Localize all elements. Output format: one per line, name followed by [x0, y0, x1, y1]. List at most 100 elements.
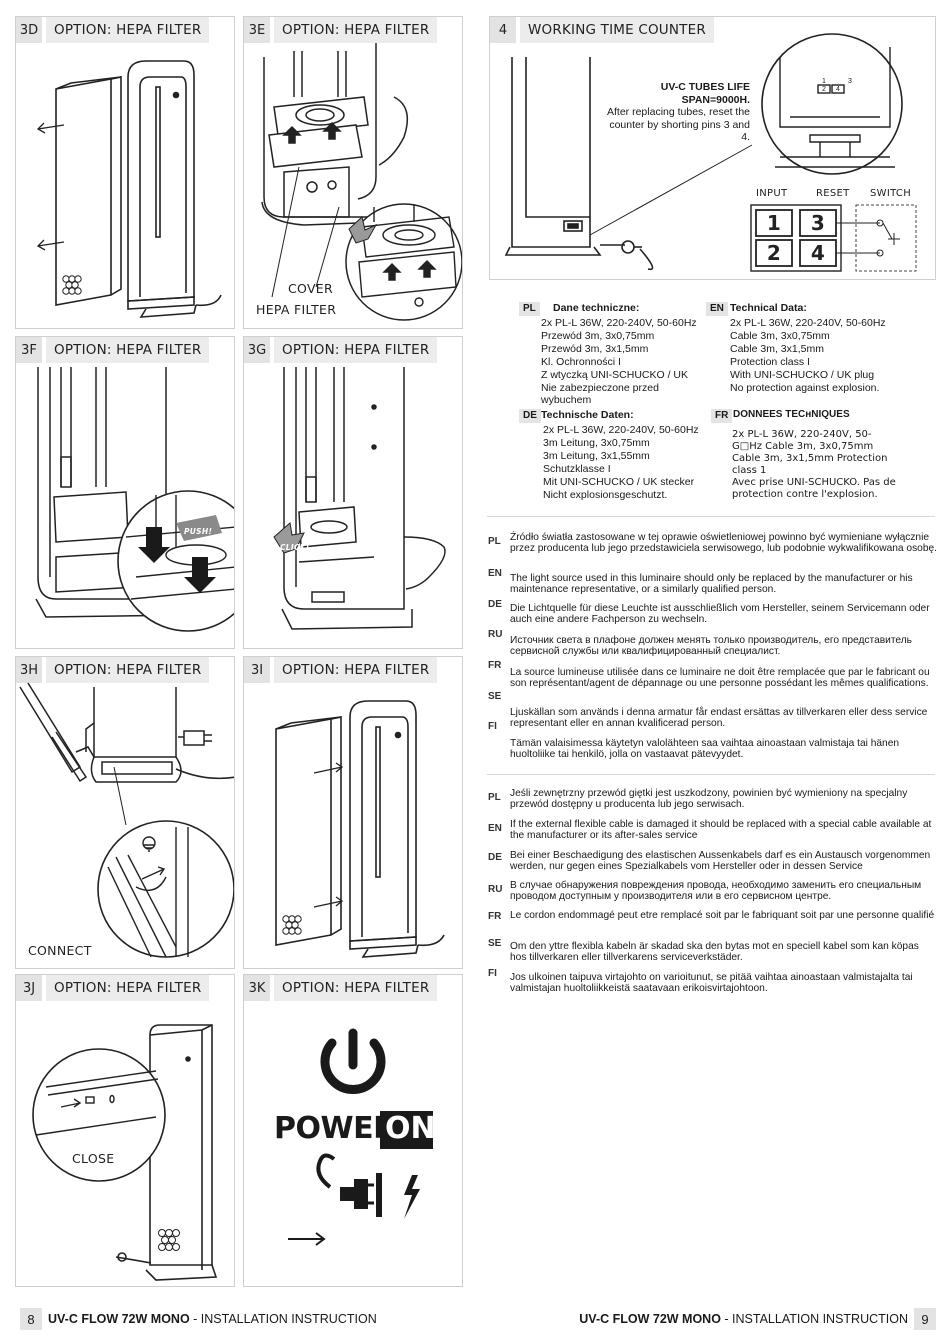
power-icon: [320, 1028, 386, 1095]
tech-line: Przewód 3m, 3x1,5mm: [541, 343, 649, 355]
counter-pin-4: 4: [836, 86, 840, 93]
illustration-power-on: [288, 1028, 433, 1246]
step-title: OPTION: HEPA FILTER: [274, 657, 438, 683]
step-title: OPTION: HEPA FILTER: [46, 975, 210, 1001]
on-text: ON: [385, 1111, 436, 1146]
label-hepa-filter: HEPA FILTER: [256, 302, 337, 317]
tech-line: 2x PL-L 36W, 220-240V, 50-60Hz: [730, 317, 886, 329]
label-close: CLOSE: [72, 1151, 115, 1166]
tech-data-de: DE Technische Daten: 2x PL-L 36W, 220-24…: [519, 409, 699, 509]
tech-line: No protection against explosion.: [730, 382, 880, 394]
tech-line: Avec prise UNI-SCHUCKO. Pas de: [732, 477, 896, 488]
note-line-lifespan: UV-C TUBES LIFE SPAN=9000H.: [660, 81, 750, 106]
panel-header: 3K OPTION: HEPA FILTER: [244, 975, 438, 1001]
lang-code: FR: [488, 911, 502, 922]
tech-line: Cable 3m, 3x0,75mm: [730, 330, 830, 342]
panel-header: 3H OPTION: HEPA FILTER: [16, 657, 210, 683]
step-number: 3F: [16, 337, 42, 363]
tech-line: With UNI-SCHUCKO / UK plug: [730, 369, 875, 381]
tech-line: 2x PL-L 36W, 220-240V, 50-60Hz: [543, 424, 699, 436]
illustration-remove-cover: [36, 60, 222, 318]
panel-header: 3G OPTION: HEPA FILTER: [244, 337, 438, 363]
panel-3g: 3G OPTION: HEPA FILTER CLICK!: [243, 336, 463, 649]
tech-line: 3m Leitung, 3x0,75mm: [543, 437, 650, 449]
tech-line: protection contre l'explosion.: [732, 489, 878, 500]
panel-header: 4 WORKING TIME COUNTER: [490, 17, 714, 43]
lang-code: RU: [488, 629, 503, 640]
lang-code: EN: [488, 568, 502, 579]
note-text: Źródło światła zastosowane w tej oprawie…: [510, 532, 937, 554]
tech-line: Cable 3m, 3x1,5mm: [730, 343, 824, 355]
lang-code: DE: [488, 852, 502, 863]
panel-3i: 3I OPTION: HEPA FILTER: [243, 656, 463, 969]
panel-header: 3F OPTION: HEPA FILTER: [16, 337, 210, 363]
panel-3d: 3D OPTION: HEPA FILTER: [15, 16, 235, 329]
cable-notes: PL Jeśli zewnętrzny przewód giętki jest …: [488, 788, 938, 999]
note-text: Bei einer Beschaedigung des elastischen …: [510, 850, 931, 872]
doc-type: - INSTALLATION INSTRUCTION: [720, 1312, 908, 1326]
plug-icon: [316, 1153, 382, 1217]
illustration-click-filter: [273, 367, 446, 630]
panel-3k: 3K OPTION: HEPA FILTER POWER ON: [243, 974, 463, 1287]
insert-arrow-icon: [288, 1232, 326, 1246]
lang-badge: DE: [519, 409, 541, 424]
divider: [487, 774, 935, 775]
panel-header: 3E OPTION: HEPA FILTER: [244, 17, 438, 43]
counter-note: UV-C TUBES LIFE SPAN=9000H. After replac…: [602, 81, 750, 144]
tech-line: Mit UNI-SCHUCKO / UK stecker: [543, 476, 695, 488]
lang-code: DE: [488, 599, 502, 610]
step-number: 3J: [16, 975, 42, 1001]
header-switch: SWITCH: [870, 188, 912, 199]
tech-title: Technische Daten:: [541, 409, 634, 421]
tech-line: 3m Leitung, 3x1,55mm: [543, 450, 650, 462]
note-text: Ljuskällan som används i denna armatur f…: [510, 707, 928, 729]
step-title: OPTION: HEPA FILTER: [46, 337, 210, 363]
header-reset: RESET: [816, 188, 850, 199]
panel-header: 3J OPTION: HEPA FILTER: [16, 975, 210, 1001]
step-title: OPTION: HEPA FILTER: [274, 337, 438, 363]
tech-line: Z wtyczką UNI-SCHUCKO / UK: [541, 369, 689, 381]
panel-header: 3D OPTION: HEPA FILTER: [16, 17, 210, 43]
note-line: After replacing tubes, reset the: [607, 106, 750, 118]
label-click: CLICK!: [280, 543, 310, 552]
note-text: The light source used in this luminaire …: [510, 573, 913, 595]
lang-code: FR: [488, 660, 502, 671]
step-number: 3H: [16, 657, 42, 683]
lightning-icon: [404, 1175, 420, 1219]
note-line: counter by shorting pins 3 and 4.: [609, 118, 750, 144]
tech-line: Nicht explosionsgeschutzt.: [543, 489, 668, 501]
panel-3h: 3H OPTION: HEPA FILTER: [15, 656, 235, 969]
lang-badge: EN: [706, 302, 728, 317]
lang-code: EN: [488, 823, 502, 834]
note-text: Jeśli zewnętrzny przewód giętki jest usz…: [510, 788, 908, 810]
terminal-1: 1: [766, 211, 782, 235]
note-text: Om den yttre flexibla kabeln är skadad s…: [510, 941, 919, 963]
illustration-working-time-counter: 2 4 1 3: [504, 33, 917, 272]
tech-line: Nie zabezpieczone przed wybuchem: [541, 382, 659, 407]
panel-4: 4 WORKING TIME COUNTER 2 4 1 3: [489, 16, 936, 280]
note-text: В случае обнаружения повреждения провода…: [510, 880, 922, 902]
header-input: INPUT: [756, 188, 788, 199]
note-text: Le cordon endommagé peut etre remplacé s…: [510, 910, 935, 921]
footer-right: UV-C FLOW 72W MONO - INSTALLATION INSTRU…: [579, 1308, 936, 1330]
tech-line: class 1: [732, 465, 767, 476]
footer-left: 8 UV-C FLOW 72W MONO - INSTALLATION INST…: [20, 1308, 377, 1330]
label-push: PUSH!: [184, 527, 213, 536]
step-title: WORKING TIME COUNTER: [520, 17, 714, 43]
product-name: UV-C FLOW 72W MONO: [579, 1312, 721, 1326]
illustration-connect-cable: [19, 682, 234, 958]
lang-code: SE: [488, 938, 502, 949]
step-title: OPTION: HEPA FILTER: [46, 657, 210, 683]
note-text: La source lumineuse utilisée dans ce lum…: [510, 667, 930, 689]
panel-3j: 3J OPTION: HEPA FILTER CLOSE: [15, 974, 235, 1287]
tech-title: Dane techniczne:: [553, 302, 640, 314]
counter-pin-2: 2: [822, 86, 826, 93]
tech-title: Technical Data:: [730, 302, 807, 314]
label-connect: CONNECT: [28, 943, 92, 958]
illustration-attach-cover: [275, 700, 445, 958]
illustration-close-screw: [32, 1024, 218, 1281]
counter-pin-3: 3: [848, 78, 852, 85]
lang-code: SE: [488, 691, 502, 702]
tech-line: G□Hz Cable 3m, 3x0,75mm: [732, 441, 874, 452]
terminal-3: 3: [810, 211, 826, 235]
